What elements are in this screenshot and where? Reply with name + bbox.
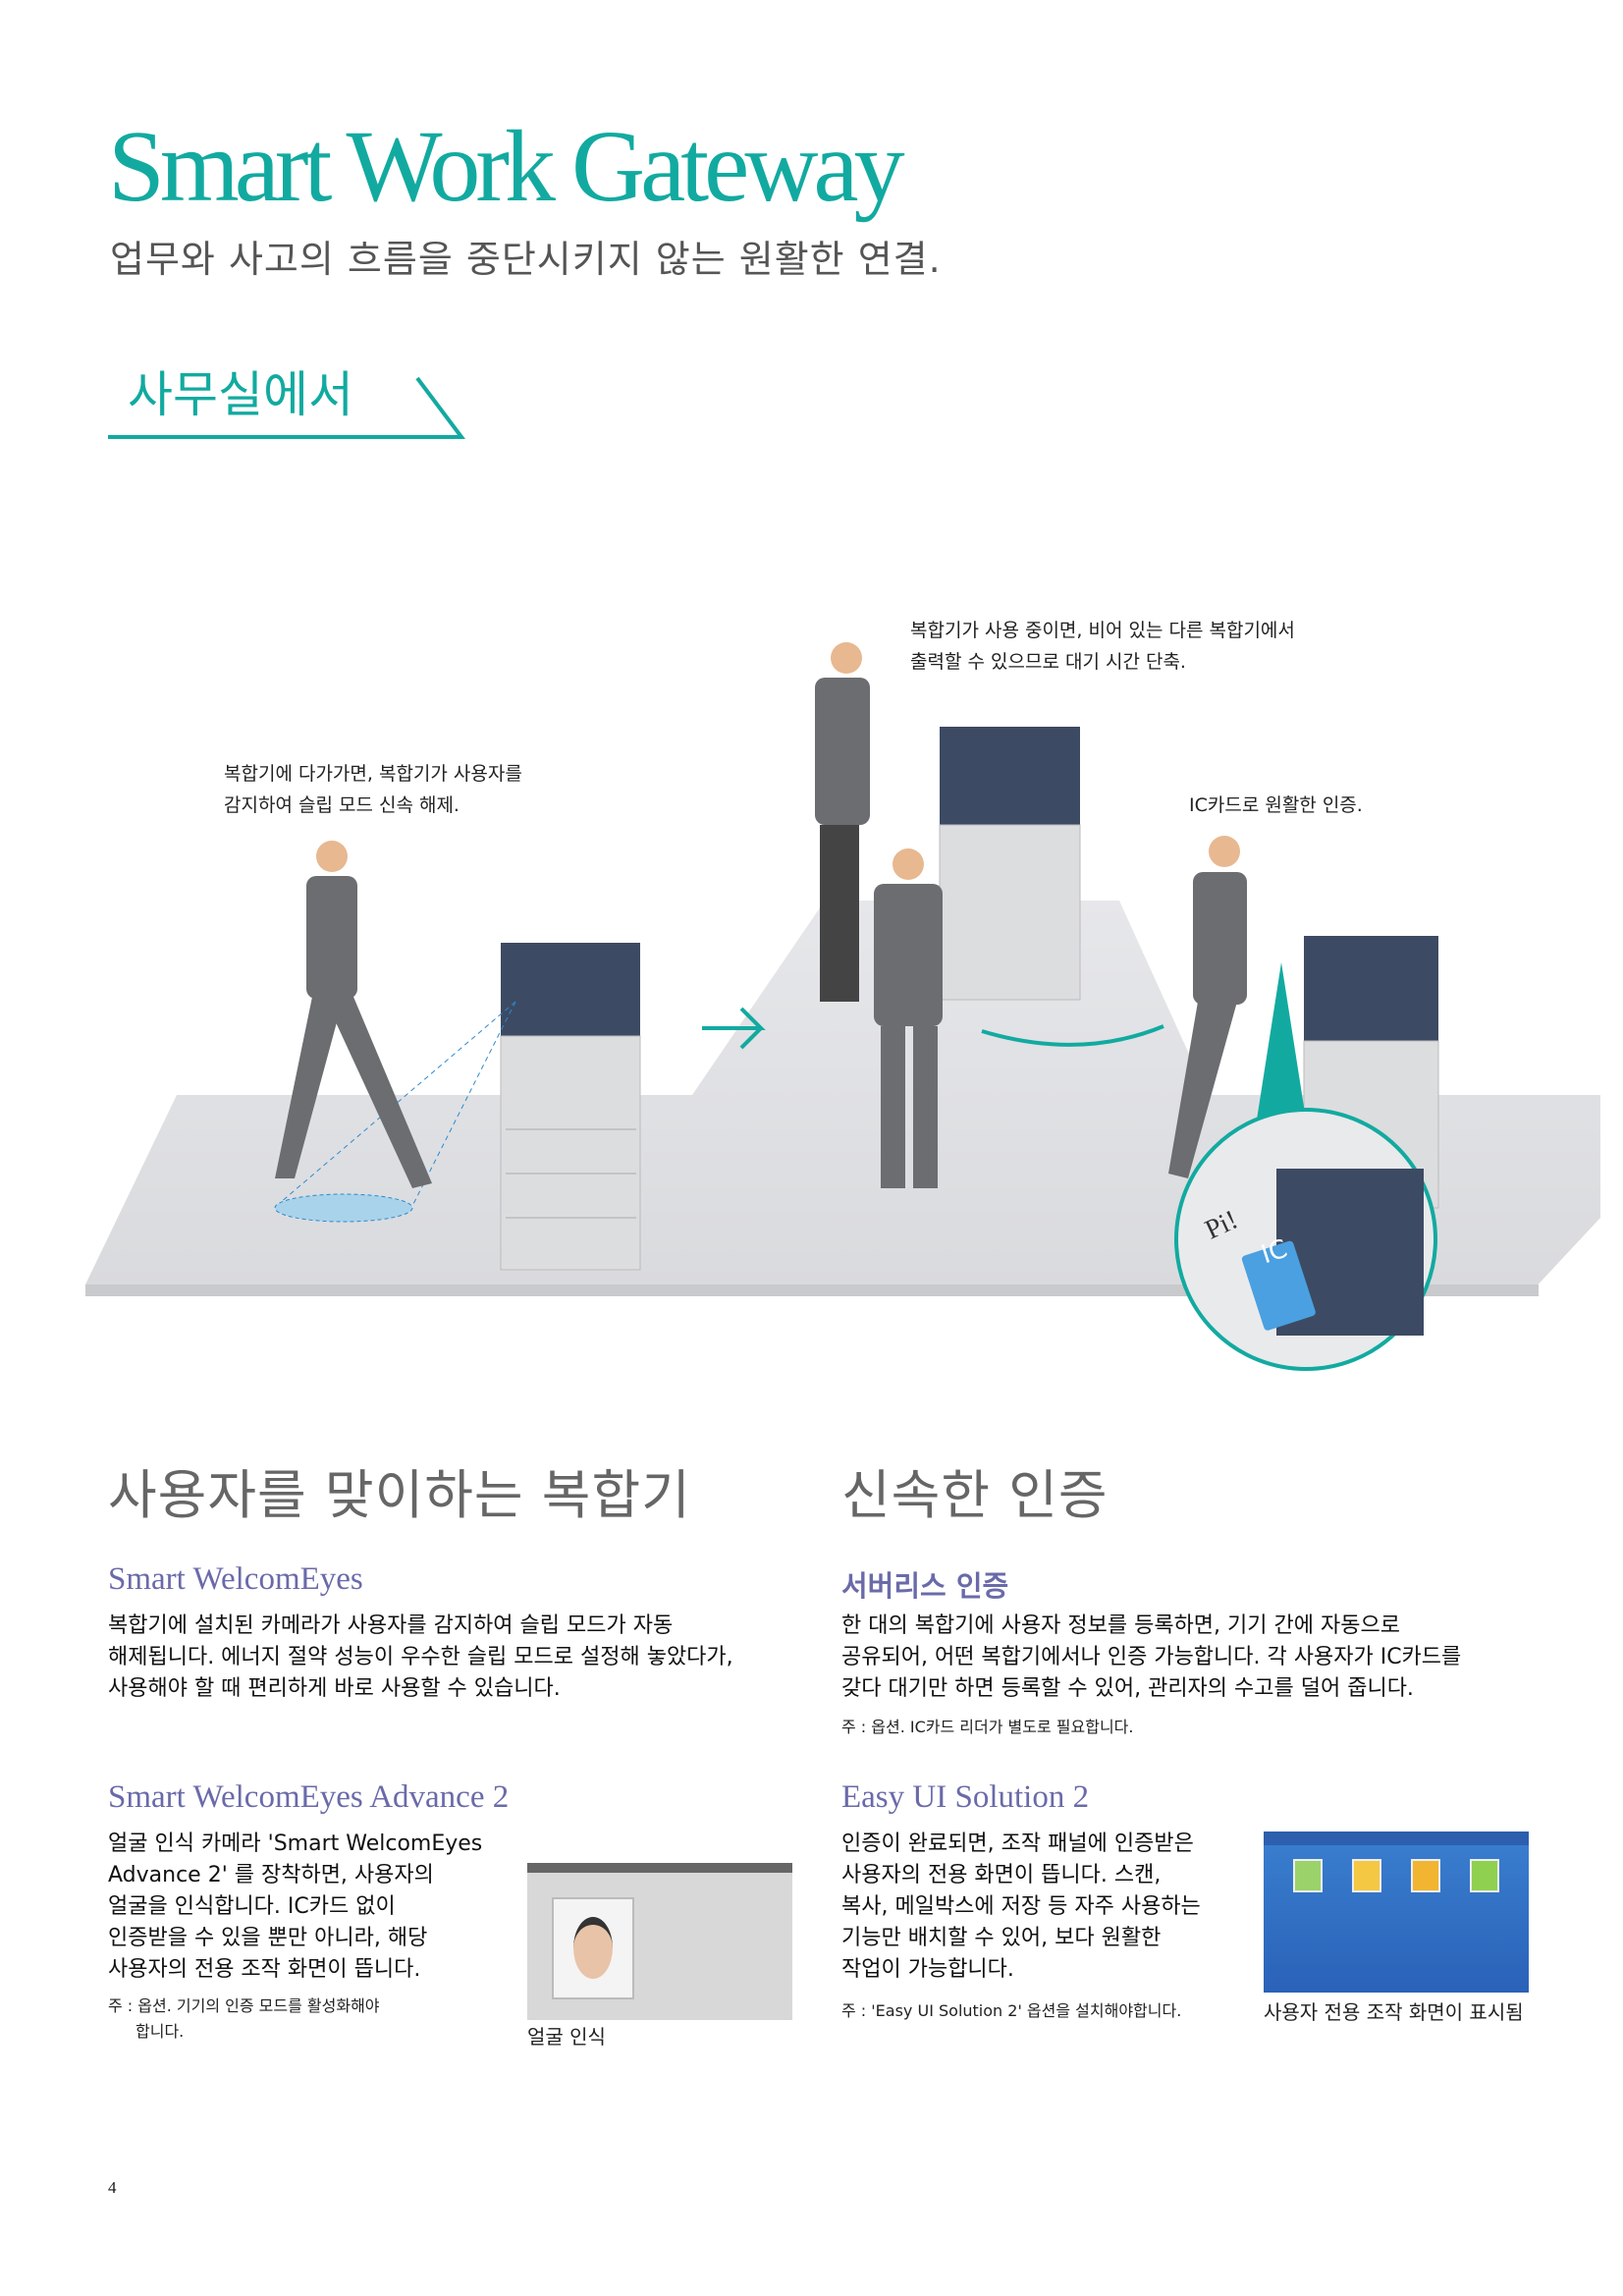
- section-underline-arrow: [108, 376, 465, 439]
- app-tile-icon: [1470, 1859, 1499, 1892]
- illustration-caption-3: IC카드로 원활한 인증.: [1189, 794, 1363, 816]
- section-label: 사무실에서: [128, 366, 353, 423]
- body-line: 한 대의 복합기에 사용자 정보를 등록하면, 기기 간에 자동으로: [841, 1613, 1400, 1638]
- body-line: 인증받을 수 있을 뿐만 아니라, 해당: [108, 1926, 428, 1950]
- body-line: 갖다 대기만 하면 등록할 수 있어, 관리자의 수고를 덜어 줍니다.: [841, 1676, 1414, 1701]
- note-line: 주 : 옵션. 기기의 인증 모드를 활성화해야: [108, 1996, 380, 2015]
- caption-line: 복합기에 다가가면, 복합기가 사용자를: [224, 763, 522, 785]
- face-recognition-screenshot: [527, 1863, 792, 2020]
- body-line: 해제됩니다. 에너지 절약 성능이 우수한 슬립 모드로 설정해 놓았다가,: [108, 1645, 733, 1669]
- person-with-card: [1168, 836, 1247, 1178]
- custom-ui-screenshot: [1264, 1831, 1529, 1993]
- page-title: Smart Work Gateway: [108, 110, 905, 223]
- note-line: 합니다.: [135, 2022, 185, 2041]
- curved-arrow: [981, 1024, 1164, 1047]
- person-walking: [275, 841, 432, 1188]
- feature-body-serverless: 한 대의 복합기에 사용자 정보를 등록하면, 기기 간에 자동으로 공유되어,…: [841, 1611, 1461, 1705]
- printer-1: [500, 943, 641, 1271]
- page-subtitle: 업무와 사고의 흐름을 중단시키지 않는 원활한 연결.: [110, 238, 942, 281]
- body-line: 얼굴 인식 카메라 'Smart WelcomEyes: [108, 1831, 483, 1856]
- body-line: 인증이 완료되면, 조작 패널에 인증받은: [841, 1831, 1194, 1856]
- note-serverless: 주 : 옵션. IC카드 리더가 별도로 필요합니다.: [841, 1718, 1134, 1736]
- app-tile-icon: [1352, 1859, 1381, 1892]
- left-heading: 사용자를 맞이하는 복합기: [108, 1464, 691, 1526]
- feature-title-welcomeyes: Smart WelcomEyes: [108, 1561, 363, 1597]
- illustration-caption-2: 복합기가 사용 중이면, 비어 있는 다른 복합기에서 출력할 수 있으므로 대…: [910, 615, 1295, 678]
- detection-zone: [274, 1193, 413, 1223]
- printer-2: [939, 727, 1081, 1001]
- caption-line: 복합기가 사용 중이면, 비어 있는 다른 복합기에서: [910, 620, 1295, 641]
- illustration-caption-1: 복합기에 다가가면, 복합기가 사용자를 감지하여 슬립 모드 신속 해제.: [224, 758, 522, 821]
- body-line: 복사, 메일박스에 저장 등 자주 사용하는: [841, 1894, 1201, 1919]
- body-line: 사용해야 할 때 편리하게 바로 사용할 수 있습니다.: [108, 1676, 561, 1701]
- feature-body-welcomeyes: 복합기에 설치된 카메라가 사용자를 감지하여 슬립 모드가 자동 해제됩니다.…: [108, 1611, 733, 1705]
- body-line: 공유되어, 어떤 복합기에서나 인증 가능합니다. 각 사용자가 IC카드를: [841, 1645, 1462, 1669]
- body-line: 얼굴을 인식합니다. IC카드 없이: [108, 1894, 396, 1919]
- figure-caption-custom-ui: 사용자 전용 조작 화면이 표시됨: [1264, 2000, 1524, 2024]
- arrow-icon: [702, 1007, 766, 1050]
- ic-card: [1241, 1240, 1316, 1331]
- page-number: 4: [108, 2178, 117, 2197]
- feature-body-welcomeyes-advance: 얼굴 인식 카메라 'Smart WelcomEyes Advance 2' 를…: [108, 1829, 482, 1986]
- office-illustration: [85, 642, 1600, 1371]
- body-line: 기능만 배치할 수 있어, 보다 원활한: [841, 1926, 1162, 1950]
- app-tile-icon: [1411, 1859, 1440, 1892]
- note-easy-ui: 주 : 'Easy UI Solution 2' 옵션을 설치해야합니다.: [841, 2001, 1182, 2020]
- right-heading: 신속한 인증: [841, 1464, 1109, 1526]
- app-tile-icon: [1293, 1859, 1323, 1892]
- caption-line: 출력할 수 있으므로 대기 시간 단축.: [910, 651, 1186, 673]
- body-line: 사용자의 전용 화면이 뜹니다. 스캔,: [841, 1863, 1162, 1887]
- feature-title-serverless: 서버리스 인증: [841, 1569, 1009, 1603]
- body-line: 사용자의 전용 조작 화면이 뜹니다.: [108, 1957, 421, 1982]
- person-waiting: [874, 848, 943, 1188]
- feature-title-easy-ui: Easy UI Solution 2: [841, 1779, 1090, 1815]
- feature-body-easy-ui: 인증이 완료되면, 조작 패널에 인증받은 사용자의 전용 화면이 뜹니다. 스…: [841, 1829, 1201, 1986]
- body-line: Advance 2' 를 장착하면, 사용자의: [108, 1863, 434, 1887]
- face-photo-frame: [552, 1897, 634, 1999]
- caption-line: 감지하여 슬립 모드 신속 해제.: [224, 794, 460, 816]
- note-welcomeyes-advance: 주 : 옵션. 기기의 인증 모드를 활성화해야 합니다.: [108, 1994, 380, 2045]
- body-line: 복합기에 설치된 카메라가 사용자를 감지하여 슬립 모드가 자동: [108, 1613, 674, 1638]
- feature-title-welcomeyes-advance: Smart WelcomEyes Advance 2: [108, 1779, 510, 1815]
- person-at-printer: [815, 642, 870, 1002]
- figure-caption-face: 얼굴 인식: [527, 2025, 606, 2049]
- body-line: 작업이 가능합니다.: [841, 1957, 1014, 1982]
